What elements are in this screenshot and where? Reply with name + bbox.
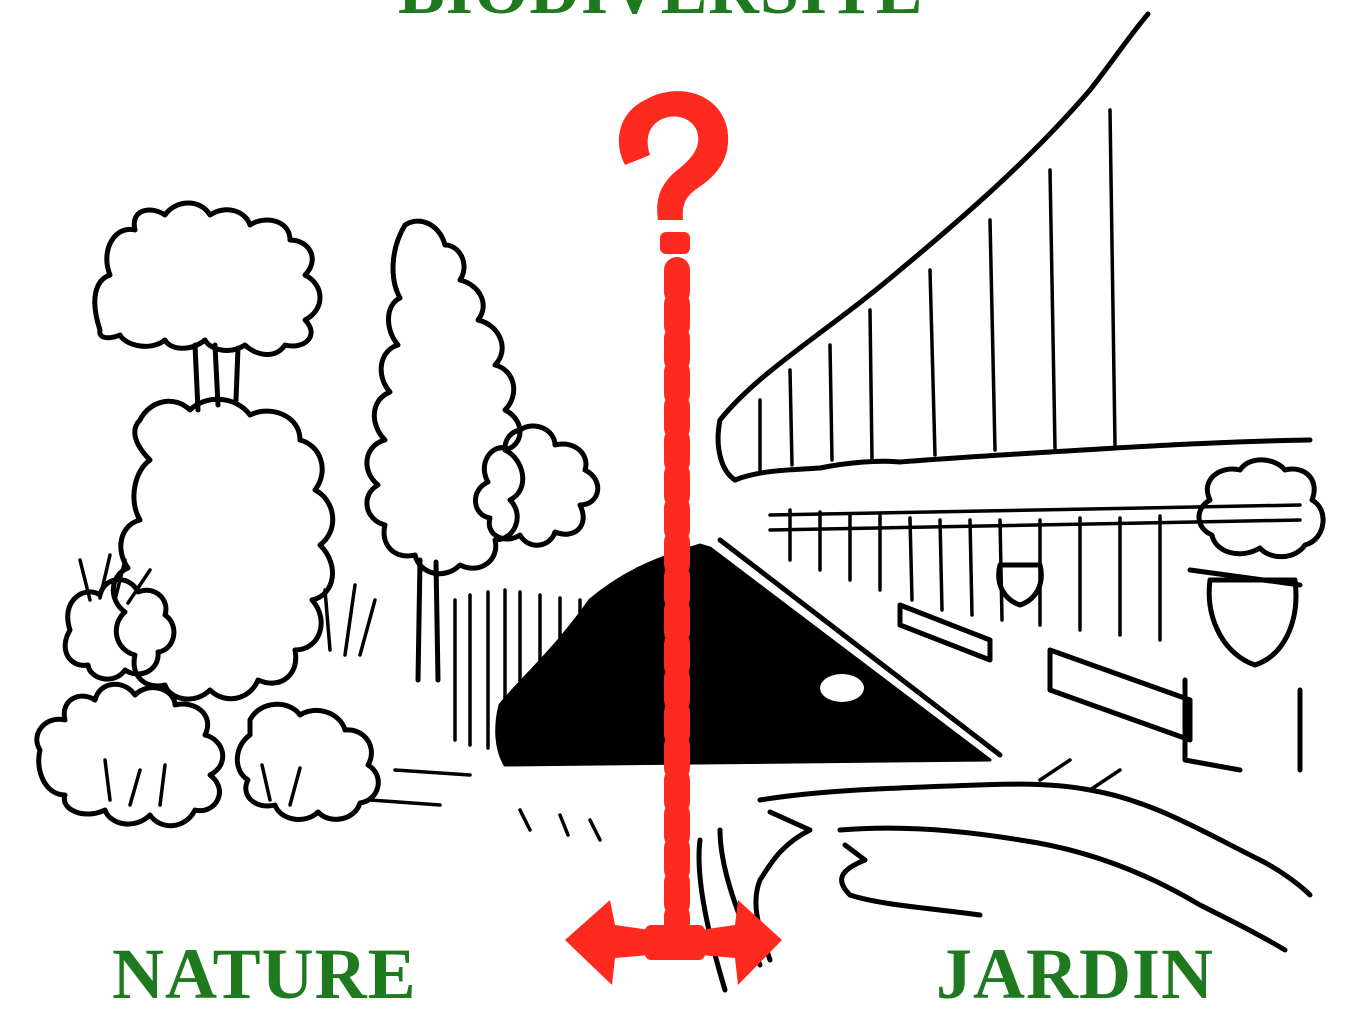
question-mark-icon [619,91,728,254]
formal-garden [699,14,1323,990]
dark-pond [497,540,1000,765]
nature-label: NATURE [112,938,417,1010]
jardin-label: JARDIN [936,938,1214,1010]
